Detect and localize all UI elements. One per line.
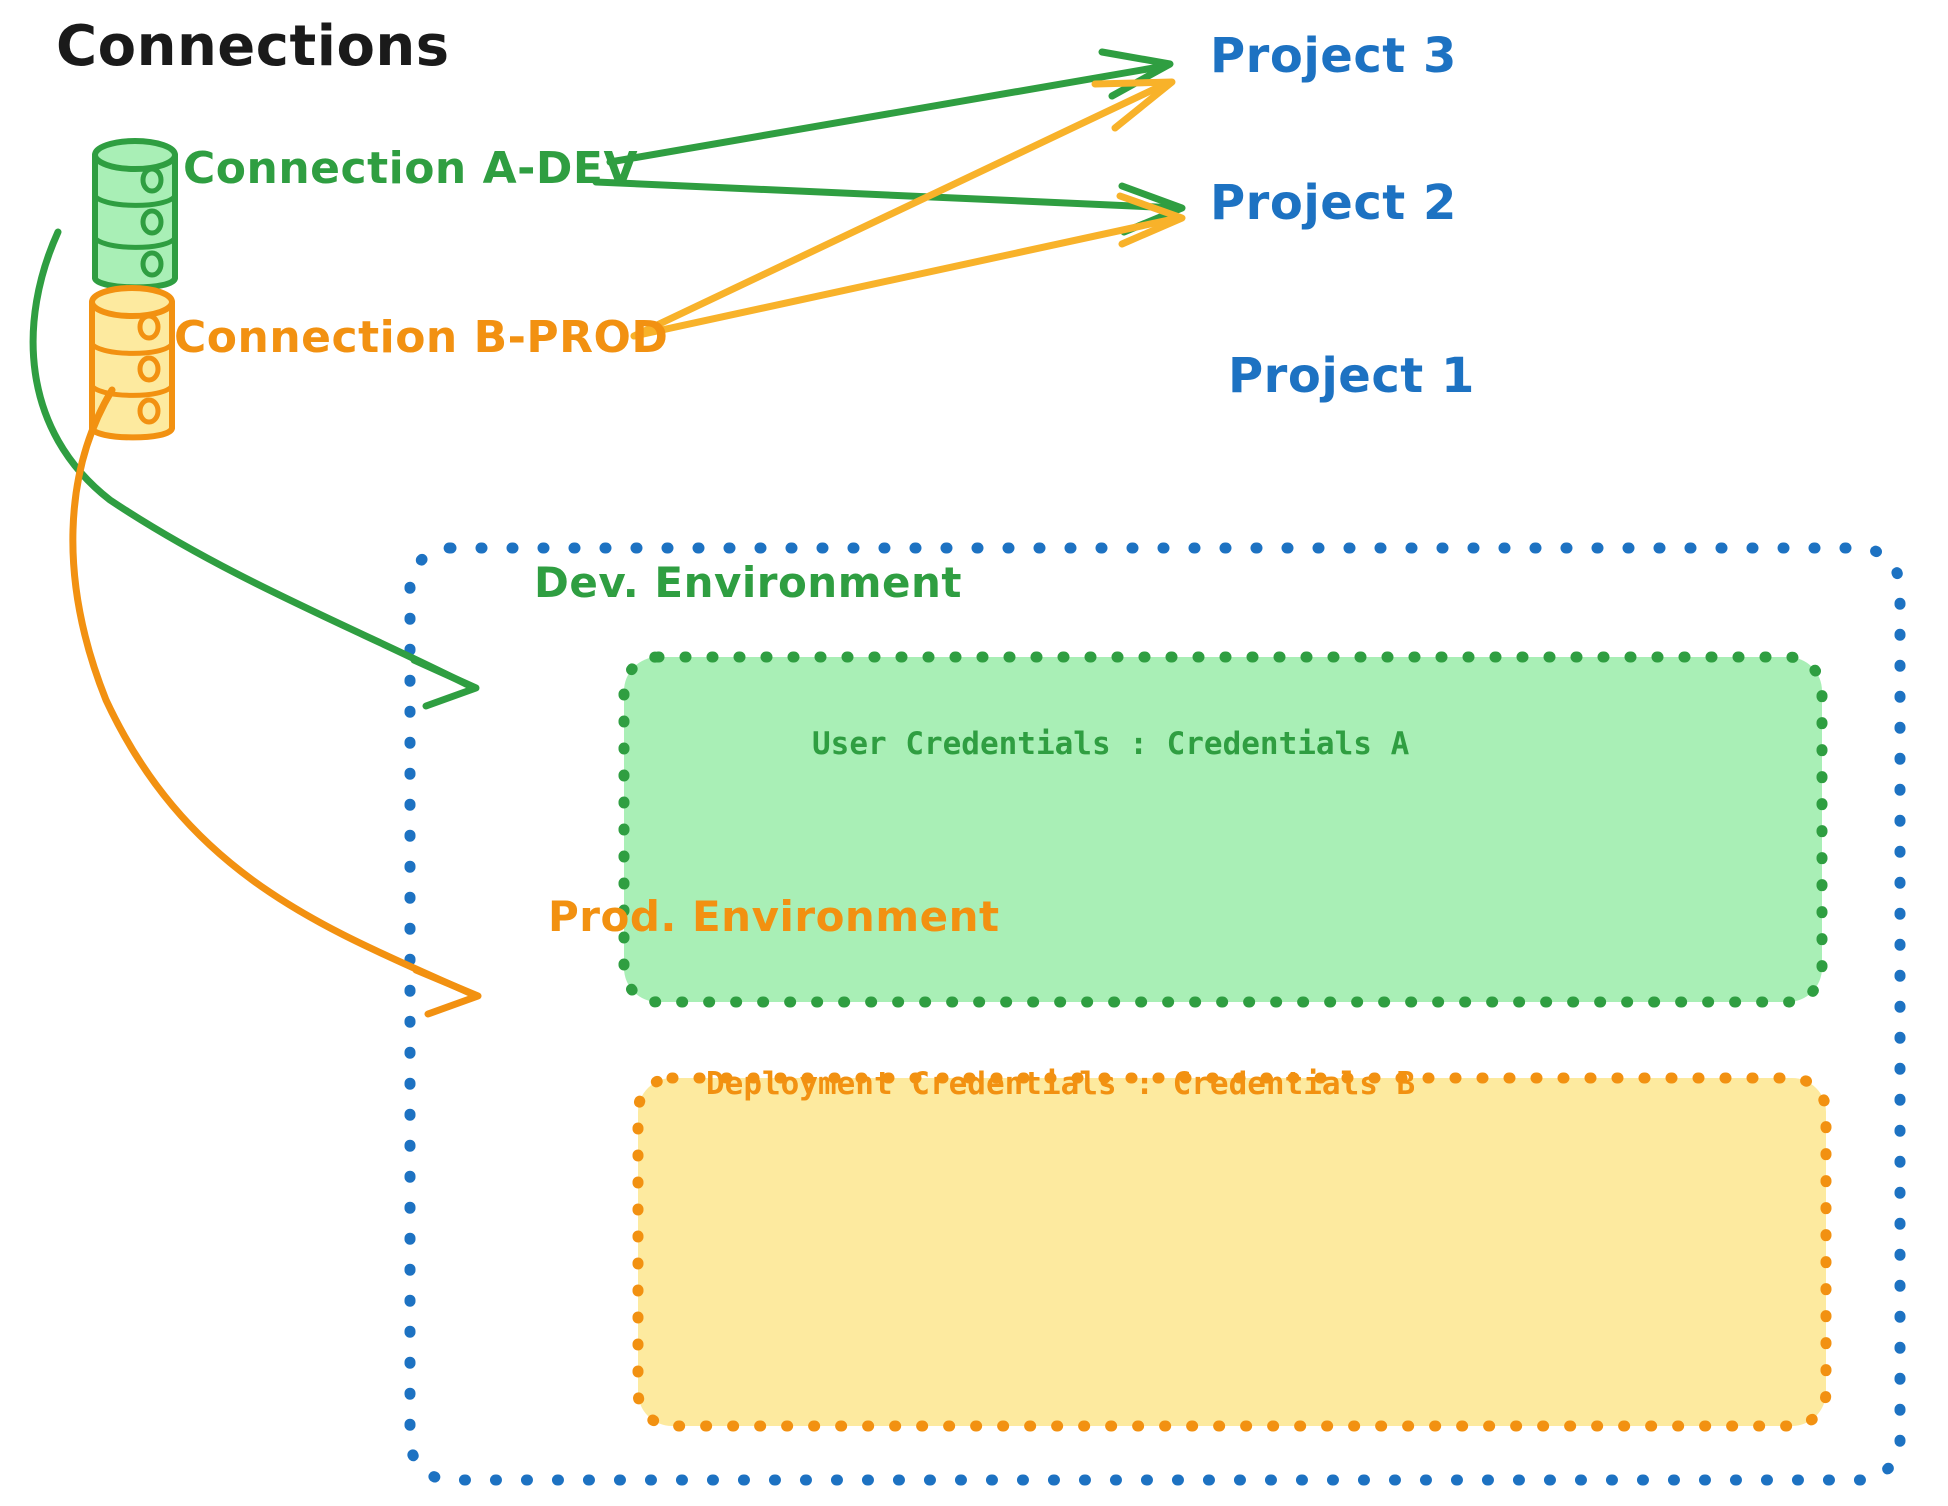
arrow-conn-b-to-project2 [630,192,1186,340]
page-title: Connections [56,14,450,79]
arrow-conn-a-to-project3 [606,48,1174,166]
project-3-label[interactable]: Project 3 [1210,28,1457,84]
project-1-label[interactable]: Project 1 [1228,348,1475,404]
prod-environment-credentials: Deployment Credentials : Credentials B [706,1066,1416,1102]
connection-a-label[interactable]: Connection A-DEV [183,143,639,194]
prod-environment-label: Prod. Environment [548,892,1000,941]
database-icon-connection-a [92,138,178,291]
connection-b-label[interactable]: Connection B-PROD [174,312,669,363]
arrow-conn-a-to-dev-environment [29,228,480,710]
project-2-label[interactable]: Project 2 [1210,175,1457,231]
prod-environment-box [632,1072,1832,1432]
dev-environment-box [618,651,1828,1008]
dev-environment-label: Dev. Environment [534,558,962,607]
dev-environment-credentials: User Credentials : Credentials A [812,726,1410,762]
arrow-conn-a-to-project2 [592,178,1186,236]
arrow-conn-b-to-prod-environment [69,386,482,1018]
database-icon-connection-b [89,285,175,441]
arrow-conn-b-to-project3 [630,78,1176,340]
